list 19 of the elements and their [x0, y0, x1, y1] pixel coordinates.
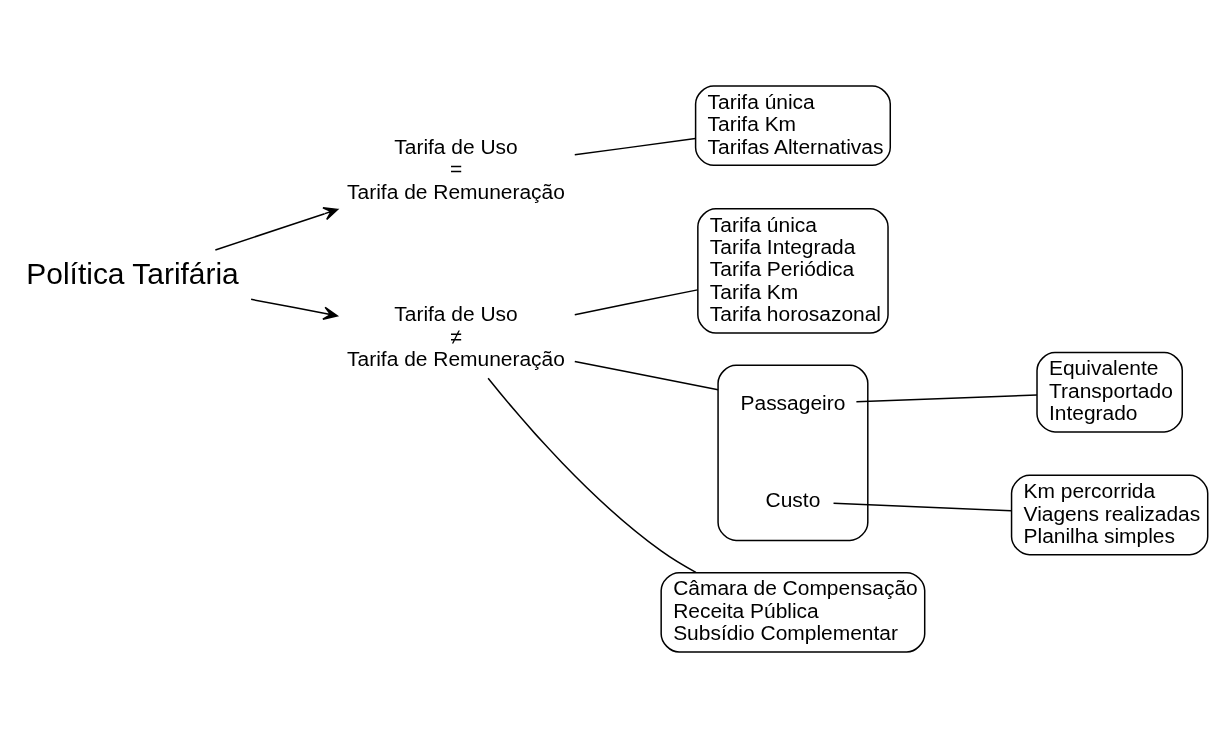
node-text: Tarifa de Uso ≠ Tarifa de Remuneração: [347, 302, 565, 371]
arrow: [250, 298, 338, 320]
node-box: Câmara de Compensação Receita Pública Subsídio Complementar: [660, 571, 926, 653]
node-text: Política Tarifária: [26, 257, 239, 291]
connector: [487, 377, 697, 574]
cluster: [717, 364, 869, 542]
connector: [832, 502, 1012, 512]
connector: [574, 289, 699, 316]
arrow: [214, 207, 339, 251]
node-box: Equivalente Transportado Integrado: [1036, 351, 1183, 433]
node-box: Tarifa única Tarifa Integrada Tarifa Periódica Tarifa Km Tarifa horosazonal: [697, 208, 889, 334]
connector: [855, 394, 1038, 403]
node-text: Passageiro: [740, 390, 846, 414]
node-box: Tarifa única Tarifa Km Tarifas Alternativas: [694, 85, 891, 167]
node-box: Km percorrida Viagens realizadas Planilha simples: [1010, 474, 1209, 556]
node-text: Custo: [765, 488, 821, 512]
connector: [574, 360, 719, 391]
connector: [574, 137, 697, 156]
node-text: Tarifa de Uso = Tarifa de Remuneração: [347, 134, 565, 203]
